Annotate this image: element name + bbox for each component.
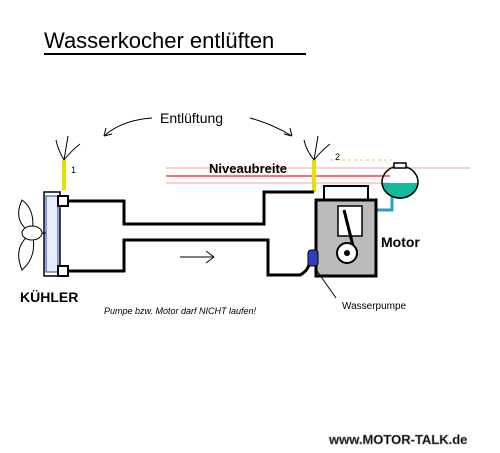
pump-label: Wasserpumpe: [342, 301, 407, 312]
motor-label: Motor: [381, 234, 420, 250]
vent-arrows-2: [303, 135, 331, 161]
expansion-tank: [381, 162, 419, 199]
vent-point-1: 1: [55, 135, 81, 190]
vent-arrows-1: [55, 135, 81, 161]
level-label: Niveaubreite: [209, 161, 287, 176]
point-1-label: 1: [71, 165, 76, 175]
vent-point-2: 2: [303, 135, 340, 192]
fan-icon: [18, 199, 46, 271]
tank-fill: [382, 183, 418, 199]
tank-cap: [393, 162, 407, 169]
diagram-title: Wasserkocher entlüften: [44, 28, 274, 53]
flow-arrow-icon: [180, 250, 215, 264]
engine-head: [323, 185, 369, 201]
conrod: [342, 209, 356, 251]
radiator-label: KÜHLER: [20, 289, 78, 305]
venting-arrow-right: [249, 117, 293, 137]
water-pump: [307, 249, 319, 267]
engine: [314, 185, 378, 278]
reservoir-hose: [376, 194, 394, 212]
upper-hose: [68, 190, 314, 226]
pump-impeller-icon: [307, 249, 319, 267]
point-2-label: 2: [335, 152, 340, 162]
venting-arrow-left: [103, 117, 153, 137]
watermark: www.MOTOR-TALK.de: [328, 432, 467, 447]
warning-text: Pumpe bzw. Motor darf NICHT laufen!: [104, 306, 257, 316]
venting-label: Entlüftung: [160, 110, 223, 126]
pump-pointer: [314, 267, 337, 299]
radiator: [18, 191, 69, 277]
radiator-fins: [45, 195, 59, 273]
